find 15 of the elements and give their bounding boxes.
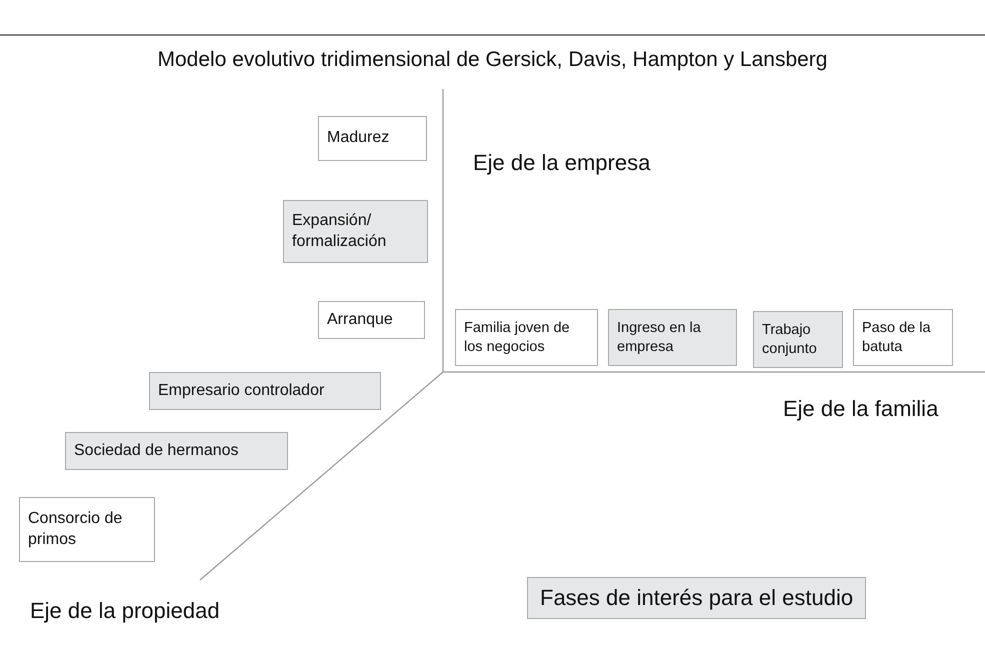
axis-label: Eje de la empresa	[473, 150, 650, 176]
stage-box: Sociedad de hermanos	[65, 432, 288, 470]
stage-box: Arranque	[318, 301, 425, 339]
axis-label: Eje de la propiedad	[30, 598, 220, 624]
stage-box: Familia joven de los negocios	[455, 309, 598, 366]
diagram-title: Modelo evolutivo tridimensional de Gersick, Davis, Hampton y Lansberg	[156, 48, 828, 72]
stage-box: Empresario controlador	[149, 372, 381, 410]
legend-swatch: Fases de interés para el estudio	[527, 577, 866, 619]
stage-box: Ingreso en la empresa	[608, 309, 737, 366]
stage-box: Madurez	[318, 116, 427, 161]
stage-box: Paso de la batuta	[853, 309, 953, 366]
stage-box: Trabajo conjunto	[753, 311, 843, 368]
axis-label: Eje de la familia	[783, 396, 938, 422]
stage-box: Expansión/ formalización	[283, 200, 428, 263]
stage-box: Consorcio de primos	[19, 497, 155, 562]
